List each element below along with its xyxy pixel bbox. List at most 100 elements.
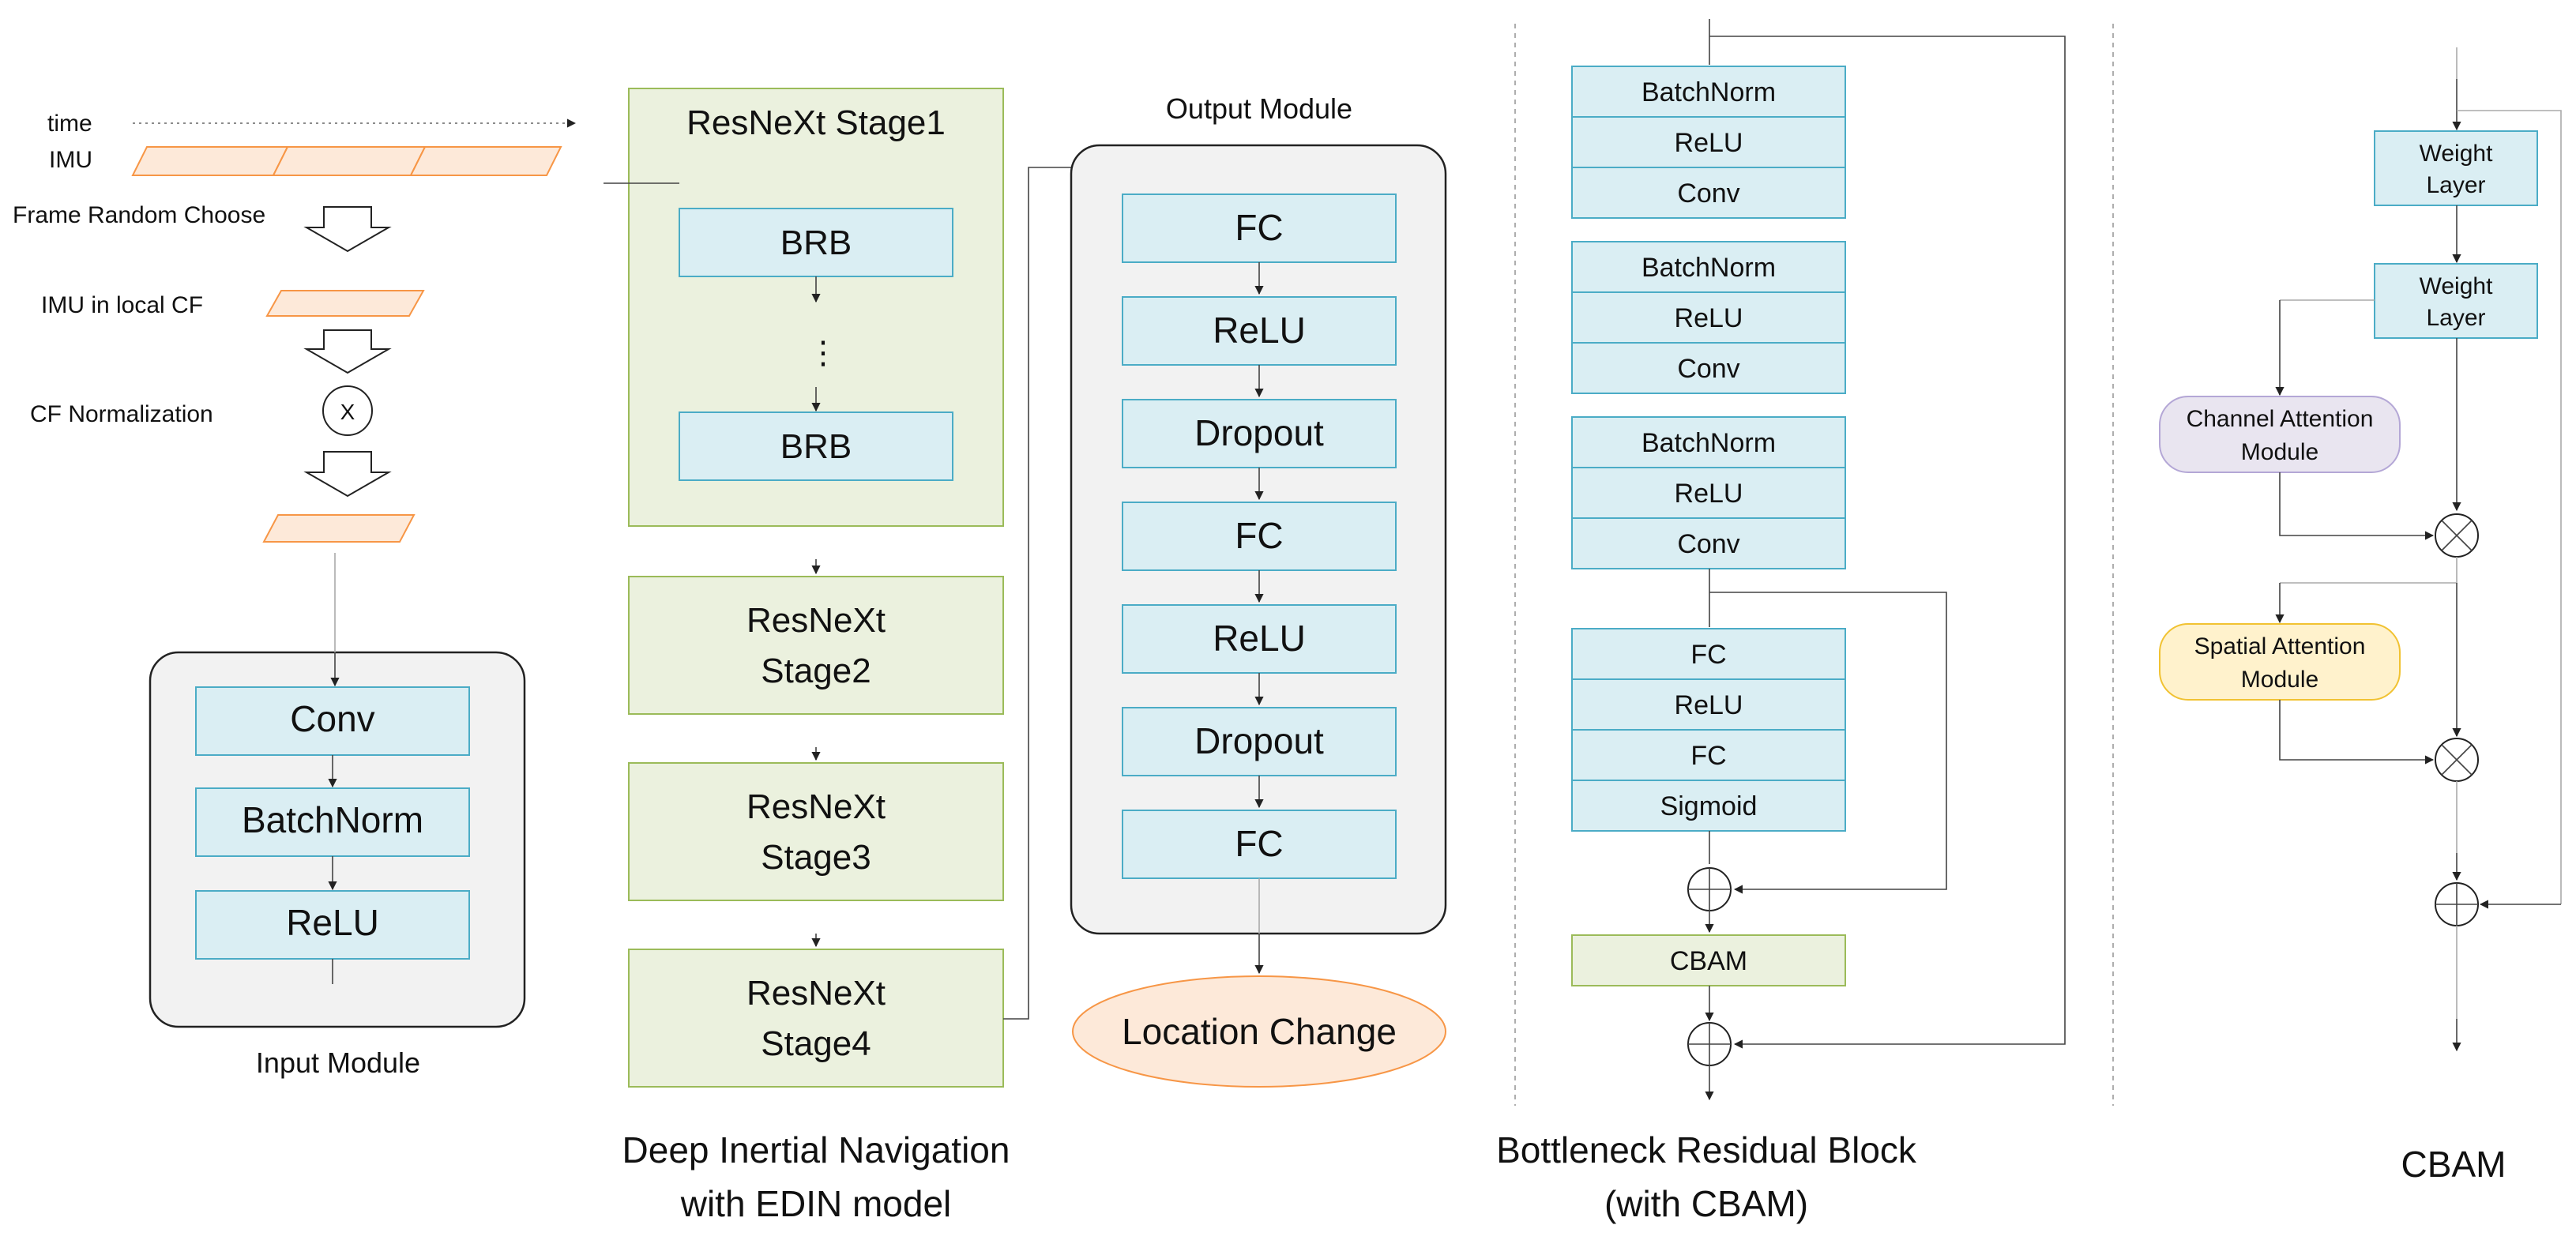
stage3-label-line1: ResNeXt [746, 787, 886, 826]
br-g4-relu-box [1571, 678, 1846, 731]
output-dropout-2-box [1122, 707, 1397, 776]
br-g3-relu-label: ReLU [1675, 479, 1743, 509]
cbam-caption: CBAM [2401, 1144, 2506, 1185]
br-g2-batchnorm-label: BatchNorm [1641, 253, 1776, 283]
br-g3-conv-label: Conv [1677, 529, 1739, 559]
br-outer-skip [1709, 36, 2066, 1049]
output-fc-1-box [1122, 194, 1397, 263]
output-dropout-1-box [1122, 399, 1397, 468]
br-inner-skip [1709, 592, 1947, 894]
br-g2-conv-label: Conv [1677, 354, 1739, 384]
br-g4-sigmoid-label: Sigmoid [1660, 791, 1758, 821]
output-relu-1-label: ReLU [1213, 310, 1306, 351]
stage4-label-line1: ResNeXt [746, 974, 886, 1013]
br-g1-conv-label: Conv [1677, 178, 1739, 209]
frame-random-choose-label: Frame Random Choose [13, 202, 265, 228]
output-dropout-1-label: Dropout [1194, 412, 1324, 453]
br-g1-batchnorm-label: BatchNorm [1641, 77, 1776, 107]
stage2-label-line1: ResNeXt [746, 601, 886, 640]
br-g3-batchnorm-label: BatchNorm [1641, 428, 1776, 458]
output-module: Output Module FC ReLU Dropout FC ReLU Dr… [1070, 92, 1447, 1088]
cbam-weight-layer-2-box [2374, 263, 2538, 339]
channel-attention-line2: Module [2241, 439, 2318, 465]
stage3-label-line2: Stage3 [761, 838, 871, 877]
output-fc-3-box [1122, 810, 1397, 879]
br-sum-operator-2 [1687, 1022, 1732, 1066]
br-g1-conv-box [1571, 167, 1846, 219]
output-relu-2-label: ReLU [1213, 618, 1306, 659]
cbam-weight-layer-1-line2: Layer [2426, 172, 2485, 198]
down-block-arrow-3 [303, 451, 392, 498]
imu-frame-2 [272, 146, 427, 176]
cbam-sum-operator [2435, 882, 2479, 926]
output-fc-2-box [1122, 502, 1397, 571]
imu-frame-1 [131, 146, 289, 176]
cbam-module: Weight Layer Weight Layer Channel Attent… [2159, 47, 2562, 1185]
multiply-symbol: X [340, 400, 355, 424]
spatial-to-mul2-line [2279, 700, 2435, 765]
br-g4-fc-2-label: FC [1690, 741, 1726, 771]
input-module-caption: Input Module [256, 1046, 420, 1079]
input-batchnorm-label: BatchNorm [242, 799, 423, 840]
output-module-title: Output Module [1166, 92, 1352, 125]
input-pipeline: time IMU Frame Random Choose IMU in loca… [13, 111, 577, 543]
bottleneck-caption-line1: Bottleneck Residual Block [1496, 1129, 1917, 1170]
bottleneck-block: BatchNorm ReLU Conv BatchNorm ReLU Conv … [1496, 19, 2066, 1224]
spatial-attention-line1: Spatial Attention [2194, 633, 2366, 659]
imu-frame-3 [409, 146, 562, 176]
br-g4-fc-1-label: FC [1690, 640, 1726, 670]
stage3-box [628, 762, 1004, 901]
imu-local-frame [265, 290, 425, 317]
bottleneck-caption-line2: (with CBAM) [1604, 1183, 1808, 1224]
cf-normalization-label: CF Normalization [30, 401, 213, 427]
br-g2-relu-box [1571, 291, 1846, 344]
location-change-ellipse [1072, 975, 1446, 1088]
spatial-attention-line2: Module [2241, 667, 2318, 693]
brb-ellipsis: ⋮ [807, 336, 839, 370]
input-conv-box [195, 686, 470, 756]
cbam-branch-to-spatial-grey [2280, 557, 2458, 584]
output-relu-1-box [1122, 296, 1397, 366]
br-g4-relu-label: ReLU [1675, 690, 1743, 720]
br-g2-batchnorm-box [1571, 241, 1846, 293]
stage1-title: ResNeXt Stage1 [686, 103, 946, 142]
cbam-multiply-operator-1 [2435, 513, 2479, 558]
multiply-operator [322, 385, 373, 436]
cbam-weight-layer-1-line1: Weight [2420, 141, 2493, 167]
br-g1-relu-label: ReLU [1675, 128, 1743, 158]
down-block-arrow-1 [303, 206, 392, 253]
br-cbam-label: CBAM [1670, 946, 1747, 976]
resnext-stages: ResNeXt Stage1 BRB ⋮ BRB ResNeXt Stage2 … [604, 88, 1264, 1224]
down-block-arrow-2 [303, 329, 392, 374]
stage2-label-line2: Stage2 [761, 652, 871, 690]
stage4-box [628, 949, 1004, 1088]
output-dropout-2-label: Dropout [1194, 720, 1324, 761]
brb-top-label: BRB [780, 224, 852, 262]
br-g3-batchnorm-box [1571, 416, 1846, 468]
imu-label: IMU [49, 147, 92, 173]
cbam-multiply-operator-2 [2435, 738, 2479, 782]
output-fc-3-label: FC [1235, 823, 1283, 864]
br-g1-relu-box [1571, 116, 1846, 168]
br-g2-conv-box [1571, 342, 1846, 394]
input-module: Conv BatchNorm ReLU Input Module [149, 553, 526, 1079]
input-batchnorm-box [195, 787, 470, 857]
br-cbam-box [1571, 934, 1846, 986]
cbam-weight-layer-2-line2: Layer [2426, 305, 2485, 331]
imu-normalized-frame [262, 514, 416, 543]
input-relu-box [195, 890, 470, 960]
input-conv-label: Conv [290, 698, 374, 739]
brb-top-box [679, 208, 953, 277]
br-g4-fc-1-box [1571, 628, 1846, 680]
cbam-weight-layer-1-box [2374, 130, 2538, 206]
br-g4-sigmoid-box [1571, 780, 1846, 832]
output-fc-2-label: FC [1235, 515, 1283, 556]
channel-to-mul1-line [2279, 472, 2435, 540]
cbam-outer-skip-grey [2457, 110, 2562, 904]
left-caption-line1: Deep Inertial Navigation [622, 1129, 1010, 1170]
stage4-label-line2: Stage4 [761, 1024, 871, 1063]
br-g2-relu-label: ReLU [1675, 303, 1743, 333]
br-sum-operator-1 [1687, 867, 1732, 911]
brb-bottom-box [679, 411, 953, 481]
output-relu-2-box [1122, 604, 1397, 674]
